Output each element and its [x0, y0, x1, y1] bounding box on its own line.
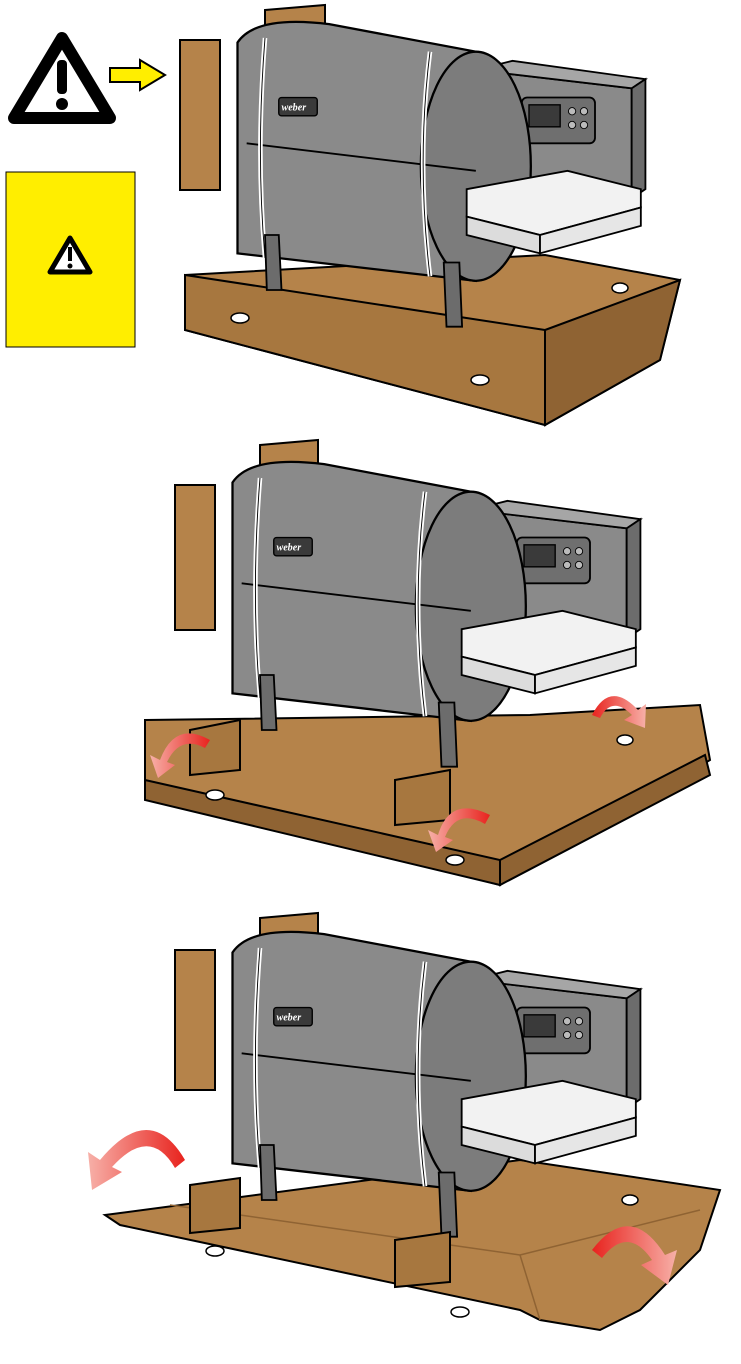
fold-arrow-icon: [592, 696, 646, 728]
caution-card-icon: [5, 171, 136, 348]
step-3-illustration: [102, 911, 722, 1332]
yellow-arrow-icon: [109, 58, 167, 92]
warning-triangle-icon: [8, 32, 116, 124]
step-1-illustration: [179, 3, 682, 427]
fold-arrow-icon: [592, 1226, 677, 1285]
fold-arrow-icon: [88, 1130, 185, 1190]
fold-arrow-icon: [150, 733, 210, 778]
fold-arrow-icon: [428, 808, 490, 852]
step-2-illustration: [144, 438, 712, 887]
